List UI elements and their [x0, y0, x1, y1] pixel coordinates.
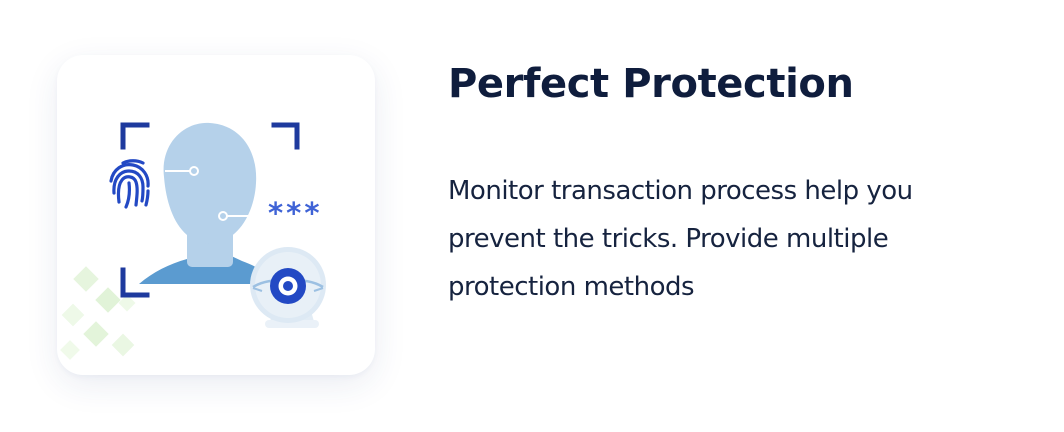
description-line: prevent the tricks. Provide multiple: [448, 224, 889, 254]
face-recognition-illustration: ***: [60, 122, 326, 360]
description-line: protection methods: [448, 272, 695, 302]
decorative-pattern: [60, 266, 136, 360]
feature-description: Monitor transaction process help you pre…: [448, 167, 1038, 311]
fingerprint-icon: [99, 158, 157, 216]
password-mask-icon: ***: [268, 196, 323, 230]
circuit-lines: [165, 166, 254, 221]
head: [163, 122, 257, 244]
shoulders: [139, 254, 279, 284]
scan-frame: [120, 122, 300, 298]
webcam-icon: [250, 247, 326, 328]
description-line: Monitor transaction process help you: [448, 176, 913, 206]
feature-title: Perfect Protection: [448, 61, 854, 107]
illustration-card: ***: [57, 55, 375, 375]
